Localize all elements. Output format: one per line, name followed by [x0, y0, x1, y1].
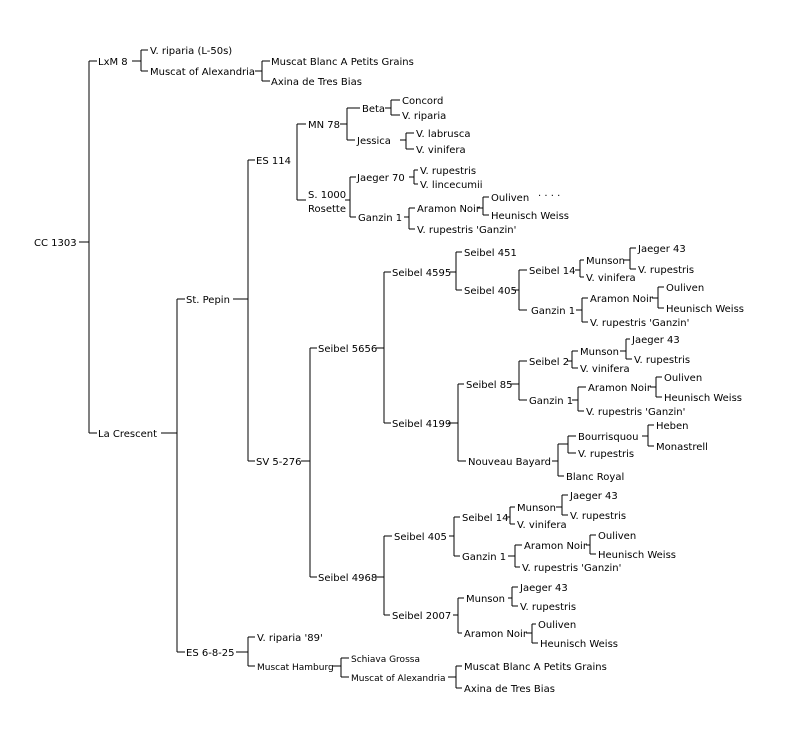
- node-sv-5-276: SV 5-276: [256, 457, 301, 468]
- node-aramon-noir: Aramon Noir: [590, 294, 654, 305]
- node-v-rupestris: V. rupestris: [420, 166, 476, 177]
- node-v-rupestris-ganzin: V. rupestris 'Ganzin': [417, 225, 516, 236]
- node-labels: CC 1303 LxM 8 V. riparia (L-50s) Muscat …: [34, 46, 744, 695]
- node-ganzin-1: Ganzin 1: [358, 213, 402, 224]
- node-ouliven: Ouliven: [666, 283, 704, 294]
- node-jaeger-43: Jaeger 43: [637, 244, 686, 255]
- node-rosette: Rosette: [308, 204, 346, 215]
- node-jaeger-43: Jaeger 43: [631, 335, 680, 346]
- node-axina-de-tres-bias: Axina de Tres Bias: [464, 684, 555, 695]
- node-ouliven: Ouliven: [538, 620, 576, 631]
- node-v-riparia-89: V. riparia '89': [257, 633, 323, 644]
- node-monastrell: Monastrell: [656, 442, 708, 453]
- node-v-rupestris: V. rupestris: [570, 511, 626, 522]
- node-la-crescent: La Crescent: [98, 429, 157, 440]
- node-munson: Munson: [517, 503, 556, 514]
- node-jaeger-43: Jaeger 43: [569, 491, 618, 502]
- node-es-114: ES 114: [256, 156, 291, 167]
- node-ganzin-1: Ganzin 1: [462, 552, 506, 563]
- node-v-rupestris-ganzin: V. rupestris 'Ganzin': [590, 318, 689, 329]
- node-heunisch-weiss: Heunisch Weiss: [666, 304, 744, 315]
- node-munson: Munson: [580, 347, 619, 358]
- node-heunisch-weiss: Heunisch Weiss: [664, 393, 742, 404]
- node-st-pepin: St. Pepin: [186, 295, 230, 306]
- node-bourrisquou: Bourrisquou: [578, 432, 639, 443]
- node-seibel-14: Seibel 14: [462, 513, 508, 524]
- node-seibel-405: Seibel 405: [464, 286, 517, 297]
- connector-lines: [79, 49, 664, 689]
- node-jaeger-70: Jaeger 70: [356, 173, 405, 184]
- node-v-rupestris-ganzin: V. rupestris 'Ganzin': [522, 563, 621, 574]
- node-ouliven: Ouliven: [598, 531, 636, 542]
- node-munson: Munson: [586, 256, 625, 267]
- node-concord: Concord: [402, 96, 443, 107]
- node-muscat-blanc-a-petits-grains: Muscat Blanc A Petits Grains: [464, 662, 607, 673]
- node-ouliven: Ouliven: [664, 373, 702, 384]
- node-v-riparia: V. riparia: [402, 111, 446, 122]
- node-v-riparia-l50s: V. riparia (L-50s): [150, 46, 232, 57]
- node-seibel-4595: Seibel 4595: [392, 268, 451, 279]
- node-v-vinifera: V. vinifera: [586, 273, 636, 284]
- node-seibel-4199: Seibel 4199: [392, 419, 451, 430]
- node-heben: Heben: [656, 421, 689, 432]
- node-ganzin-1: Ganzin 1: [529, 396, 573, 407]
- node-v-rupestris-ganzin: V. rupestris 'Ganzin': [586, 407, 685, 418]
- node-mn-78: MN 78: [308, 120, 340, 131]
- node-heunisch-weiss: Heunisch Weiss: [540, 639, 618, 650]
- node-seibel-85: Seibel 85: [466, 380, 512, 391]
- node-v-vinifera: V. vinifera: [416, 145, 466, 156]
- node-v-vinifera: V. vinifera: [517, 520, 567, 531]
- node-s-1000: S. 1000: [308, 190, 346, 201]
- node-aramon-noir: Aramon Noir: [524, 541, 588, 552]
- node-cc-1303: CC 1303: [34, 238, 77, 249]
- node-seibel-2: Seibel 2: [529, 357, 569, 368]
- node-heunisch-weiss: Heunisch Weiss: [598, 550, 676, 561]
- node-ganzin-1: Ganzin 1: [531, 306, 575, 317]
- node-blanc-royal: Blanc Royal: [566, 472, 624, 483]
- node-v-vinifera: V. vinifera: [580, 364, 630, 375]
- node-schiava-grossa: Schiava Grossa: [351, 655, 420, 665]
- node-v-labrusca: V. labrusca: [416, 129, 470, 140]
- node-muscat-blanc-a-petits-grains: Muscat Blanc A Petits Grains: [271, 57, 414, 68]
- node-aramon-noir: Aramon Noir: [464, 629, 528, 640]
- node-lxm-8: LxM 8: [98, 57, 128, 68]
- ellipsis-marker: . . . .: [538, 188, 560, 199]
- node-aramon-noir: Aramon Noir: [588, 383, 652, 394]
- node-muscat-hamburg: Muscat Hamburg: [257, 663, 334, 673]
- node-muscat-of-alexandria: Muscat of Alexandria: [150, 67, 255, 78]
- node-v-rupestris: V. rupestris: [634, 355, 690, 366]
- node-seibel-405: Seibel 405: [394, 532, 447, 543]
- node-munson: Munson: [466, 594, 505, 605]
- node-v-rupestris: V. rupestris: [520, 602, 576, 613]
- node-muscat-of-alexandria: Muscat of Alexandria: [351, 674, 446, 684]
- node-axina-de-tres-bias: Axina de Tres Bias: [271, 77, 362, 88]
- node-aramon-noir: Aramon Noir: [417, 204, 481, 215]
- node-heunisch-weiss: Heunisch Weiss: [491, 211, 569, 222]
- node-v-lincecumii: V. lincecumii: [420, 180, 483, 191]
- node-seibel-4968: Seibel 4968: [318, 573, 377, 584]
- node-jessica: Jessica: [356, 136, 391, 147]
- node-v-rupestris: V. rupestris: [638, 265, 694, 276]
- node-ouliven: Ouliven: [491, 193, 529, 204]
- node-seibel-5656: Seibel 5656: [318, 344, 377, 355]
- node-v-rupestris: V. rupestris: [578, 449, 634, 460]
- node-beta: Beta: [362, 104, 385, 115]
- node-nouveau-bayard: Nouveau Bayard: [468, 457, 551, 468]
- node-es-6-8-25: ES 6-8-25: [186, 648, 235, 659]
- node-jaeger-43: Jaeger 43: [519, 583, 568, 594]
- node-seibel-451: Seibel 451: [464, 248, 517, 259]
- node-seibel-14: Seibel 14: [529, 266, 575, 277]
- node-seibel-2007: Seibel 2007: [392, 611, 451, 622]
